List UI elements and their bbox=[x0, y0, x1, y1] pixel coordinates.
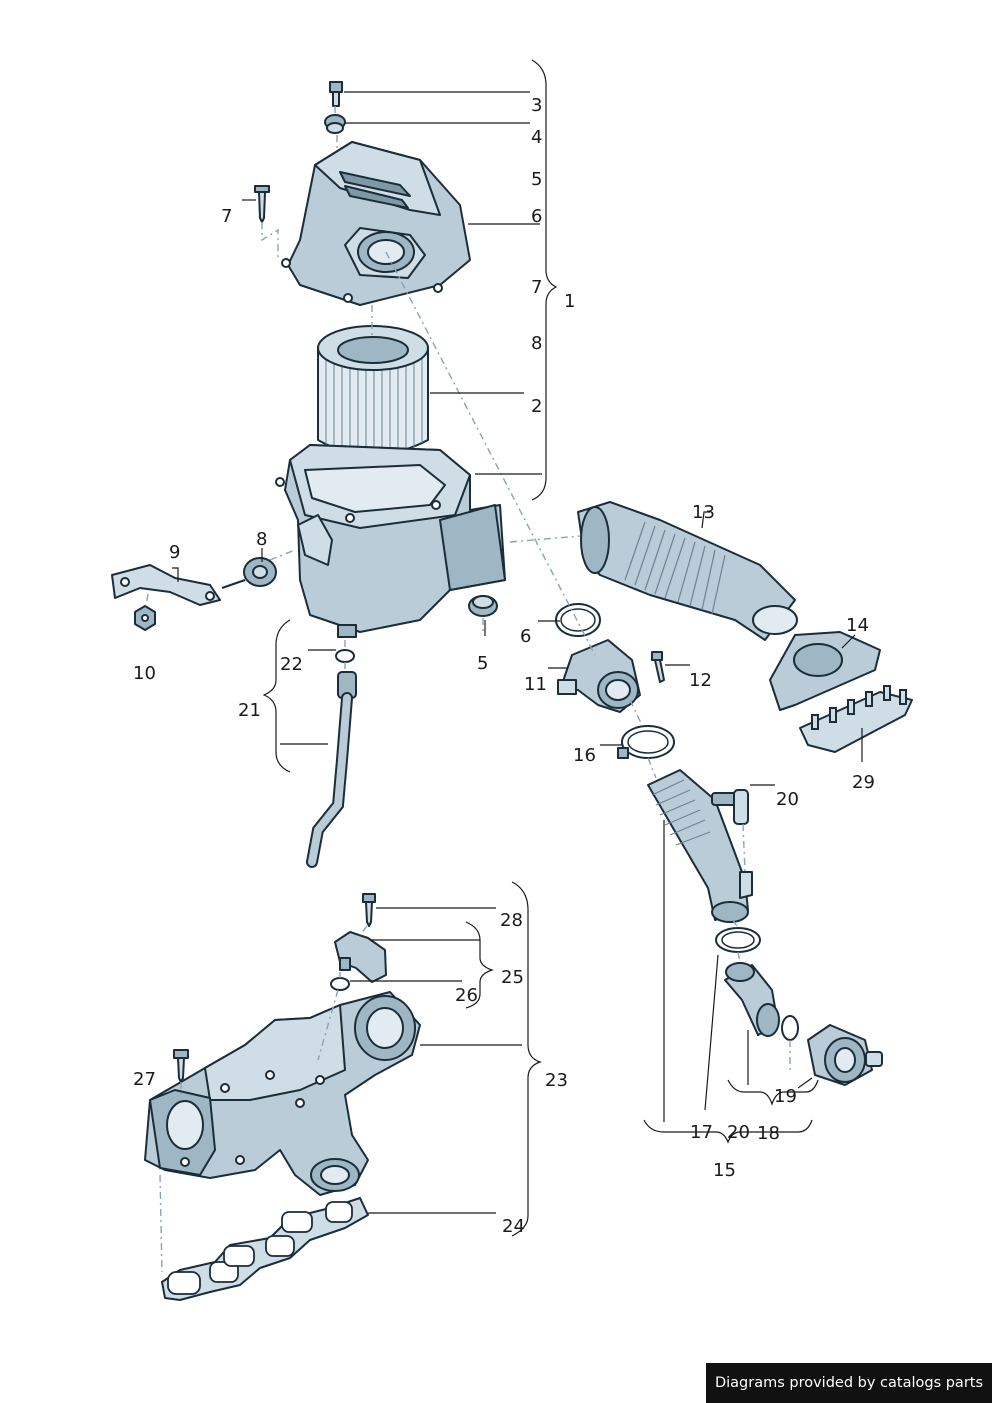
callout-6-lid: 6 bbox=[531, 206, 542, 227]
intake-hose bbox=[577, 501, 798, 641]
callout-24: 24 bbox=[502, 1216, 525, 1237]
rubber-mount bbox=[221, 557, 277, 589]
callout-20-vent: 20 bbox=[776, 789, 799, 810]
charge-air-hose bbox=[647, 769, 749, 923]
braces bbox=[262, 59, 819, 1237]
elbow-pipe bbox=[724, 962, 780, 1037]
callout-23: 23 bbox=[545, 1070, 568, 1091]
callout-21: 21 bbox=[238, 700, 261, 721]
callout-20-bottom: 20 bbox=[727, 1122, 750, 1143]
sensor-screw bbox=[362, 893, 376, 927]
callout-10: 10 bbox=[133, 663, 156, 684]
callout-25: 25 bbox=[501, 967, 524, 988]
manifold-bolt bbox=[173, 1049, 189, 1083]
callout-17: 17 bbox=[690, 1122, 713, 1143]
lid-bolt bbox=[329, 81, 343, 107]
valve-unit bbox=[807, 1024, 883, 1086]
screw-small bbox=[254, 185, 270, 223]
hose-clamp bbox=[617, 725, 675, 759]
leader-lines bbox=[172, 91, 863, 1214]
filter-housing-lower bbox=[275, 444, 506, 638]
manifold-gasket bbox=[161, 1197, 369, 1301]
intake-manifold bbox=[144, 991, 421, 1196]
callout-13: 13 bbox=[692, 502, 715, 523]
callout-9: 9 bbox=[169, 542, 180, 563]
o-ring-large bbox=[555, 603, 601, 637]
callout-4: 4 bbox=[531, 127, 542, 148]
rubber-plug bbox=[468, 595, 498, 617]
callout-19: 19 bbox=[774, 1086, 797, 1107]
pressure-sensor bbox=[334, 931, 387, 983]
callout-6-ring: 6 bbox=[520, 626, 531, 647]
credit-banner: Diagrams provided by catalogs parts bbox=[706, 1363, 992, 1403]
callout-11: 11 bbox=[524, 674, 547, 695]
mounting-bracket bbox=[111, 564, 221, 606]
callout-8-right: 8 bbox=[531, 333, 542, 354]
callout-labels: 3 4 5 6 7 7 1 8 2 13 9 8 10 6 5 14 22 11… bbox=[133, 95, 875, 1237]
callout-1: 1 bbox=[564, 291, 575, 312]
callout-28: 28 bbox=[500, 910, 523, 931]
callout-14: 14 bbox=[846, 615, 869, 636]
hose-clamp-lower bbox=[715, 927, 761, 953]
callout-7-screw: 7 bbox=[221, 206, 232, 227]
o-ring-sensor bbox=[330, 977, 350, 991]
callout-15: 15 bbox=[713, 1160, 736, 1181]
callout-18: 18 bbox=[757, 1123, 780, 1144]
grommet bbox=[324, 114, 346, 134]
callout-2: 2 bbox=[531, 396, 542, 417]
callout-16: 16 bbox=[573, 745, 596, 766]
alignment-lines bbox=[145, 106, 791, 1273]
callout-26: 26 bbox=[455, 985, 478, 1006]
filter-housing-lid bbox=[281, 141, 471, 306]
callout-27: 27 bbox=[133, 1069, 156, 1090]
meter-screw bbox=[651, 651, 665, 683]
callout-29: 29 bbox=[852, 772, 875, 793]
intake-elbow bbox=[769, 631, 881, 711]
callout-8-mount: 8 bbox=[256, 529, 267, 550]
air-mass-meter bbox=[557, 639, 641, 713]
callout-5-plug: 5 bbox=[477, 653, 488, 674]
callout-7-right: 7 bbox=[531, 277, 542, 298]
callout-22: 22 bbox=[280, 654, 303, 675]
drain-hose bbox=[306, 671, 357, 868]
o-ring-elbow bbox=[781, 1015, 799, 1041]
air-guide-bracket bbox=[799, 685, 913, 753]
callout-3: 3 bbox=[531, 95, 542, 116]
o-ring-small bbox=[335, 649, 355, 663]
vent-connector bbox=[711, 789, 753, 899]
filter-element bbox=[317, 325, 429, 459]
callout-5-lid: 5 bbox=[531, 169, 542, 190]
callout-12: 12 bbox=[689, 670, 712, 691]
nut bbox=[134, 605, 156, 631]
